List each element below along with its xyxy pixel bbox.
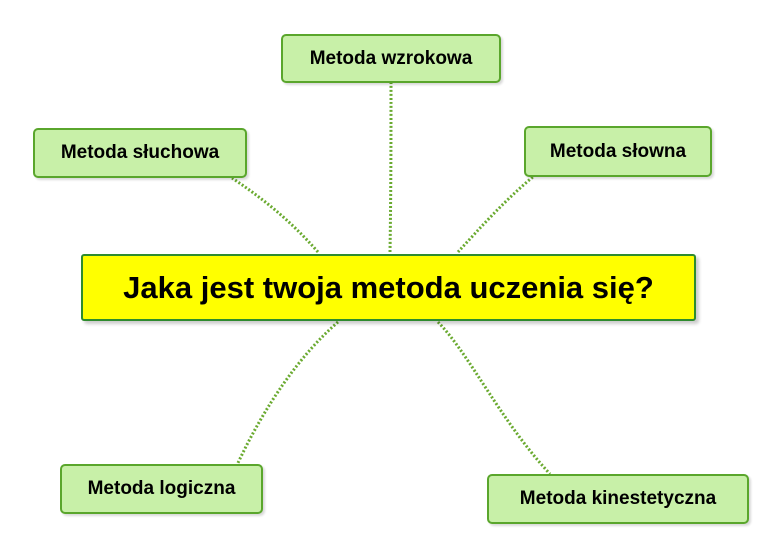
- connector-slowna: [456, 174, 535, 254]
- branch-metoda-wzrokowa[interactable]: Metoda wzrokowa: [281, 34, 501, 83]
- connector-sluchowa: [231, 176, 320, 253]
- branch-metoda-kinestetyczna[interactable]: Metoda kinestetyczna: [487, 474, 749, 524]
- central-topic[interactable]: Jaka jest twoja metoda uczenia się?: [81, 254, 696, 321]
- connector-kinestetyczna: [436, 320, 552, 476]
- branch-metoda-slowna[interactable]: Metoda słowna: [524, 126, 712, 177]
- branch-metoda-logiczna[interactable]: Metoda logiczna: [60, 464, 263, 514]
- connector-logiczna: [235, 320, 339, 466]
- connector-wzrokowa: [388, 81, 393, 253]
- branch-metoda-sluchowa[interactable]: Metoda słuchowa: [33, 128, 247, 178]
